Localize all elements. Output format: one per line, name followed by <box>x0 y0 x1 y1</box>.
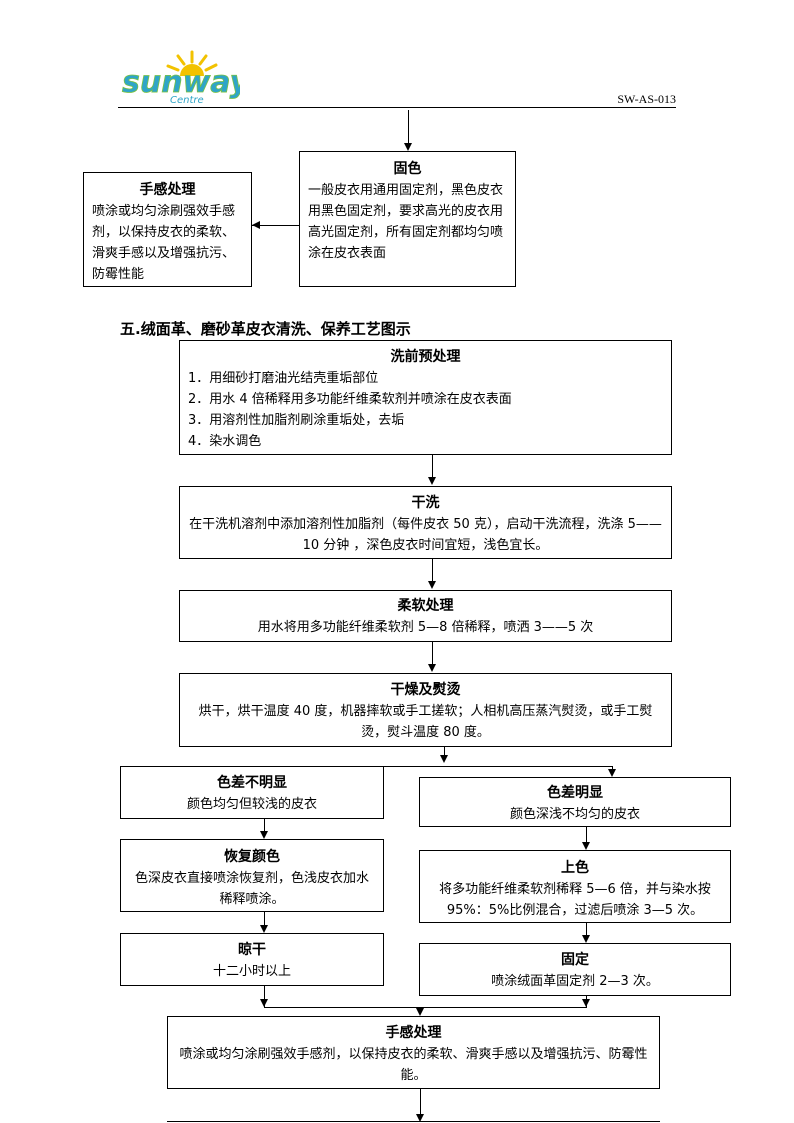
section-title: 五.绒面革、磨砂革皮衣清洗、保养工艺图示 <box>120 320 411 338</box>
arrow-down-icon <box>440 755 448 763</box>
fix-color-text: 一般皮衣用通用固定剂，黑色皮衣用黑色固定剂，要求高光的皮衣用高光固定剂，所有固定… <box>308 183 504 261</box>
svg-text:sunway: sunway <box>122 65 240 100</box>
document-code: SW-AS-013 <box>617 92 676 106</box>
arrow-down-icon <box>608 769 616 777</box>
connector-line <box>264 912 265 926</box>
restore-color-title: 恢复颜色 <box>224 849 280 865</box>
arrow-down-icon <box>260 831 268 839</box>
hand-feel-box-top: 手感处理 喷涂或均匀涂刷强效手感剂，以保持皮衣的柔软、滑爽手感以及增强抗污、防霉… <box>83 172 252 287</box>
arrow-down-icon <box>582 842 590 850</box>
connector-line <box>432 455 433 478</box>
connector-line <box>408 110 409 144</box>
coloring-box: 上色 将多功能纤维柔软剂稀释 5—6 倍，并与染水按 95%：5%比例混合，过滤… <box>419 850 731 923</box>
dry-clean-text: 在干洗机溶剂中添加溶剂性加脂剂（每件皮衣 50 克），启动干洗流程，洗涤 5——… <box>189 517 662 553</box>
arrow-down-icon <box>260 999 268 1007</box>
final-hand-feel-title: 手感处理 <box>385 1025 442 1041</box>
air-dry-box: 晾干 十二小时以上 <box>120 933 384 986</box>
connector-line <box>420 1089 421 1115</box>
pre-wash-title: 洗前预处理 <box>390 349 461 365</box>
dry-iron-title: 干燥及熨烫 <box>390 682 461 698</box>
connector-line <box>264 986 265 1007</box>
header-divider <box>118 107 676 108</box>
arrow-down-icon <box>428 477 436 485</box>
hand-feel-box-final: 手感处理 喷涂或均匀涂刷强效手感剂，以保持皮衣的柔软、滑爽手感以及增强抗污、防霉… <box>167 1016 660 1089</box>
dry-iron-text: 烘干，烘干温度 40 度，机器摔软或手工搓软；人相机高压蒸汽熨烫，或手工熨烫，熨… <box>198 704 653 740</box>
merge-line <box>264 1007 587 1008</box>
dry-clean-title: 干洗 <box>411 495 440 511</box>
sunway-logo: sunway Centre <box>120 48 251 112</box>
soften-text: 用水将用多功能纤维柔软剂 5—8 倍稀释，喷洒 3——5 次 <box>257 620 594 635</box>
dry-clean-box: 干洗 在干洗机溶剂中添加溶剂性加脂剂（每件皮衣 50 克），启动干洗流程，洗涤 … <box>179 486 672 559</box>
fix-text: 喷涂绒面革固定剂 2—3 次。 <box>491 974 659 989</box>
connector-line <box>586 923 587 936</box>
fix-box: 固定 喷涂绒面革固定剂 2—3 次。 <box>419 943 731 996</box>
connector-line <box>252 225 299 226</box>
connector-line <box>586 827 587 843</box>
arrow-down-icon <box>428 664 436 672</box>
arrow-down-icon <box>582 935 590 943</box>
arrow-left-icon <box>252 221 260 229</box>
sun-logo-icon: sunway Centre <box>122 50 251 106</box>
soften-box: 柔软处理 用水将用多功能纤维柔软剂 5—8 倍稀释，喷洒 3——5 次 <box>179 590 672 642</box>
final-hand-feel-text: 喷涂或均匀涂刷强效手感剂，以保持皮衣的柔软、滑爽手感以及增强抗污、防霉性能。 <box>179 1047 648 1083</box>
minor-color-diff-text: 颜色均匀但较浅的皮衣 <box>186 797 317 812</box>
connector-line <box>432 642 433 665</box>
soften-title: 柔软处理 <box>397 598 454 614</box>
major-color-diff-box: 色差明显 颜色深浅不均匀的皮衣 <box>419 777 731 827</box>
major-color-diff-text: 颜色深浅不均匀的皮衣 <box>509 807 640 822</box>
pre-wash-step: 2．用水 4 倍稀释用多功能纤维柔软剂并喷涂在皮衣表面 <box>188 392 512 407</box>
hand-feel-text: 喷涂或均匀涂刷强效手感剂，以保持皮衣的柔软、滑爽手感以及增强抗污、防霉性能 <box>92 204 236 282</box>
coloring-title: 上色 <box>561 860 589 876</box>
pre-wash-step: 3．用溶剂性加脂剂刷涂重垢处，去垢 <box>188 413 405 428</box>
restore-color-text: 色深皮衣直接喷涂恢复剂，色浅皮衣加水稀释喷涂。 <box>134 871 369 907</box>
arrow-down-icon <box>416 1114 424 1122</box>
arrow-down-icon <box>428 581 436 589</box>
pre-wash-step: 1．用细砂打磨油光结壳重垢部位 <box>188 371 379 386</box>
svg-text:Centre: Centre <box>170 95 204 106</box>
major-color-diff-title: 色差明显 <box>547 785 603 801</box>
connector-line <box>432 559 433 582</box>
arrow-down-icon <box>404 143 412 151</box>
pre-wash-box: 洗前预处理 1．用细砂打磨油光结壳重垢部位 2．用水 4 倍稀释用多功能纤维柔软… <box>179 340 672 455</box>
hand-feel-title: 手感处理 <box>139 182 196 198</box>
branch-line <box>264 766 613 767</box>
coloring-text: 将多功能纤维柔软剂稀释 5—6 倍，并与染水按 95%：5%比例混合，过滤后喷涂… <box>439 882 711 918</box>
fix-color-title: 固色 <box>393 161 422 177</box>
air-dry-text: 十二小时以上 <box>212 964 291 979</box>
connector-line <box>444 747 445 760</box>
arrow-down-icon <box>260 925 268 933</box>
minor-color-diff-box: 色差不明显 颜色均匀但较浅的皮衣 <box>120 766 384 819</box>
pre-wash-step: 4．染水调色 <box>188 434 262 449</box>
connector-line <box>264 819 265 832</box>
air-dry-title: 晾干 <box>238 942 266 958</box>
fix-color-box: 固色 一般皮衣用通用固定剂，黑色皮衣用黑色固定剂，要求高光的皮衣用高光固定剂，所… <box>299 151 516 287</box>
dry-iron-box: 干燥及熨烫 烘干，烘干温度 40 度，机器摔软或手工搓软；人相机高压蒸汽熨烫，或… <box>179 673 672 747</box>
arrow-down-icon <box>416 1008 424 1016</box>
connector-line <box>612 766 613 770</box>
next-box-top-border <box>167 1121 660 1122</box>
minor-color-diff-title: 色差不明显 <box>217 775 287 791</box>
fix-title: 固定 <box>561 952 589 968</box>
restore-color-box: 恢复颜色 色深皮衣直接喷涂恢复剂，色浅皮衣加水稀释喷涂。 <box>120 839 384 912</box>
arrow-down-icon <box>582 999 590 1007</box>
